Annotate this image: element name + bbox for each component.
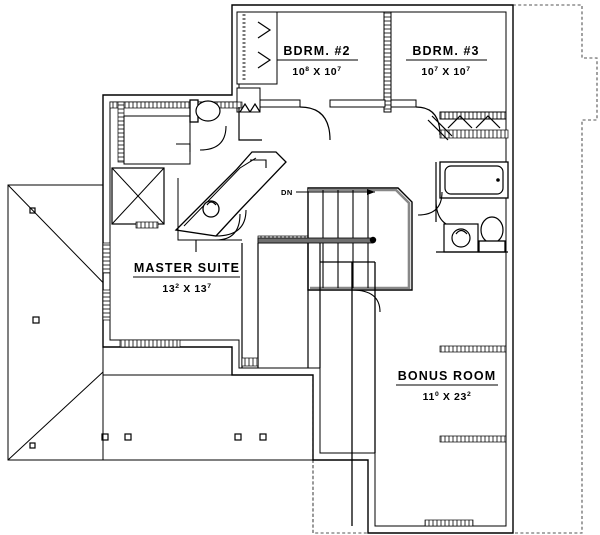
bonus-room-walls (320, 261, 507, 527)
bedroom-partitions (238, 11, 507, 120)
room-label-bonus-room: BONUS ROOM 110 X 232 (396, 369, 498, 403)
master-bath (109, 99, 287, 237)
bonus-room-dims: 110 X 232 (423, 391, 472, 403)
bonus-room-name: BONUS ROOM (398, 369, 497, 383)
master-suite-walls (102, 240, 321, 368)
bdrm2-name: BDRM. #2 (283, 44, 350, 58)
stair-direction-arrow (296, 189, 375, 195)
toilet-icon-hall (478, 216, 506, 253)
bdrm3-dims: 107 X 107 (421, 66, 470, 78)
toilet-icon (189, 99, 221, 123)
stair-dn-label: DN (281, 188, 293, 197)
roof-post-markers (29, 207, 267, 449)
master-vanity (174, 151, 287, 237)
room-labels: BDRM. #2 108 X 107 BDRM. #3 107 X 107 MA… (133, 44, 498, 403)
bedroom2-closet (236, 11, 278, 113)
master-suite-dims: 132 X 137 (162, 283, 211, 295)
bdrm3-name: BDRM. #3 (412, 44, 479, 58)
room-label-bdrm3: BDRM. #3 107 X 107 (406, 44, 487, 78)
master-suite-name: MASTER SUITE (134, 261, 240, 275)
bdrm2-dims: 108 X 107 (292, 66, 341, 78)
hall-bathroom (417, 115, 509, 253)
shower-stall-icon (111, 167, 165, 229)
room-label-bdrm2: BDRM. #2 108 X 107 (277, 44, 358, 78)
vanity-sink-icon (443, 223, 479, 253)
bathtub-icon (439, 161, 509, 199)
room-label-master-suite: MASTER SUITE 132 X 137 (133, 261, 240, 295)
roof-overhang-outline (232, 4, 598, 534)
